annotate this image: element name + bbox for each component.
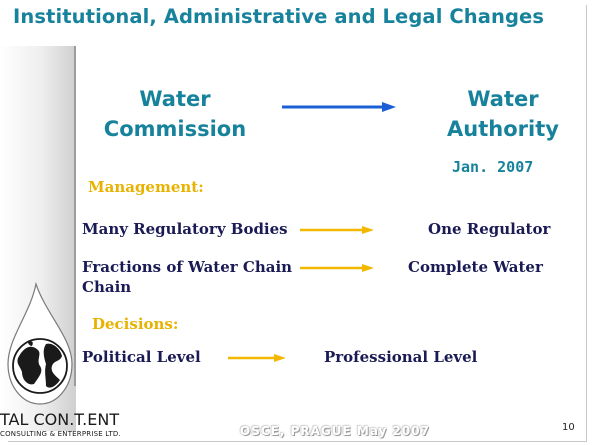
management-row-2-to: Complete Water — [408, 258, 543, 276]
from-entity-line2: Commission — [103, 117, 247, 141]
logo-tagline: CONSULTING & ENTERPRISE LTD. — [0, 430, 121, 438]
decisions-row-1-to: Professional Level — [324, 348, 478, 366]
from-entity: Water Commission — [100, 84, 250, 144]
water-drop-globe-logo-icon — [7, 281, 73, 405]
management-row-1-to: One Regulator — [428, 220, 551, 238]
arrow-icon — [300, 226, 374, 234]
transition-arrow-icon — [282, 102, 396, 112]
management-row-1-from: Many Regulatory Bodies — [82, 220, 288, 238]
to-entity-line1: Water — [467, 87, 539, 111]
arrow-icon — [300, 264, 374, 272]
from-entity-line1: Water — [139, 87, 211, 111]
arrow-icon — [228, 354, 286, 362]
management-row-2-from-line2: Chain — [82, 278, 132, 296]
page-number: 10 — [562, 422, 575, 433]
logo-name: TAL CON.T.ENT — [0, 410, 120, 429]
to-entity: Water Authority — [428, 84, 578, 144]
management-label: Management: — [88, 178, 204, 196]
left-divider — [74, 46, 76, 386]
slide-title: Institutional, Administrative and Legal … — [13, 5, 545, 28]
decisions-row-1-from: Political Level — [82, 348, 201, 366]
decisions-label: Decisions: — [92, 315, 179, 333]
to-entity-line2: Authority — [447, 117, 559, 141]
footer-text: OSCE, PRAGUE May 2007 — [240, 424, 430, 438]
date-label: Jan. 2007 — [452, 158, 534, 176]
slide-frame — [8, 5, 587, 442]
management-row-2-from-line1: Fractions of Water Chain — [82, 258, 293, 276]
